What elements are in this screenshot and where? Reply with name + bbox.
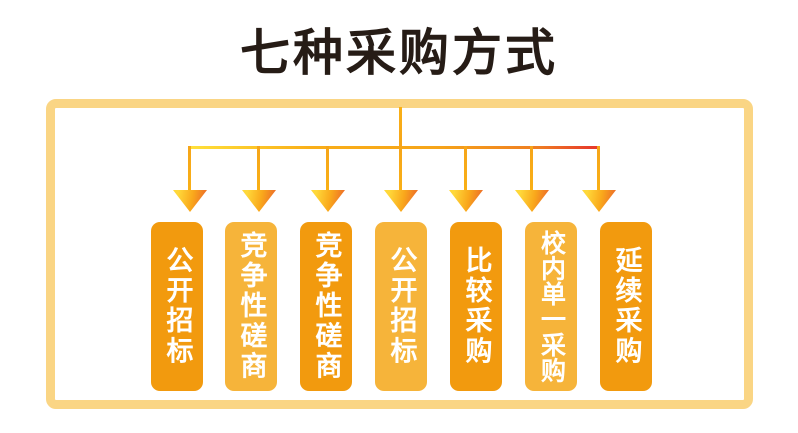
method-bar-label: 公开招标 [386,246,417,367]
page-title: 七种采购方式 [240,25,558,81]
connector-stem [399,107,402,147]
method-bar: 竞争性磋商 [225,222,277,391]
method-bar-label: 竞争性磋商 [236,230,267,383]
method-bar-label: 比较采购 [461,246,492,367]
connector-drop-line [597,146,600,191]
method-bar-label: 延续采购 [611,246,642,367]
connector-horizontal-line [189,146,600,149]
method-bar: 竞争性磋商 [300,222,352,391]
method-bar: 公开招标 [375,222,427,391]
connector-drop-line [530,146,533,191]
method-bar: 公开招标 [151,222,203,391]
method-bar: 延续采购 [600,222,652,391]
connector-drop-line [257,146,260,191]
method-bar: 比较采购 [450,222,502,391]
content-frame [46,99,753,409]
method-bar-label: 校内单一采购 [537,230,566,383]
method-bar-label: 竞争性磋商 [311,230,342,383]
method-bar: 校内单一采购 [525,222,577,391]
connector-drop-line [326,146,329,191]
connector-drop-line [464,146,467,191]
connector-drop-line [399,146,402,191]
connector-drop-line [188,146,191,191]
method-bar-label: 公开招标 [162,246,193,367]
